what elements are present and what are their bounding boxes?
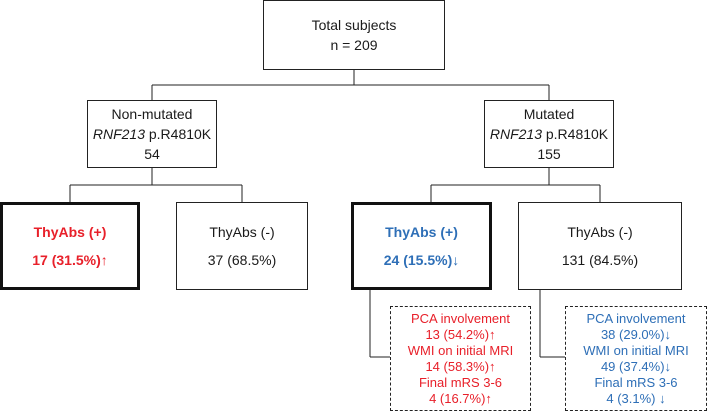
pos-mrs-label: Final mRS 3-6 <box>418 374 503 390</box>
neg-wmi-label: WMI on initial MRI <box>583 342 689 358</box>
non-mutated-label: Non-mutated <box>111 106 193 122</box>
mutated-thyabs-positive-box: ThyAbs (+) 24 (15.5%)↓ <box>351 202 492 290</box>
pos-wmi-label: WMI on initial MRI <box>407 342 514 358</box>
neg-wmi-value: 49 (37.4%)↓ <box>600 358 672 374</box>
neg-pca-value: 38 (29.0%)↓ <box>600 326 672 342</box>
m-thyabs-negative-value: 131 (84.5%) <box>561 252 639 268</box>
mutated-variant: p.R4810K <box>541 126 609 142</box>
mutated-gene-line: RNF213 p.R4810K <box>490 124 608 144</box>
mutated-thyabs-negative-box: ThyAbs (-) 131 (84.5%) <box>518 202 682 290</box>
non-mutated-count: 54 <box>144 146 160 162</box>
nm-thyabs-positive-value: 17 (31.5%)↑ <box>32 252 108 268</box>
mutated-label: Mutated <box>523 106 575 122</box>
thyabs-negative-details-box: PCA involvement 38 (29.0%)↓ WMI on initi… <box>565 306 707 411</box>
non-mutated-box: Non-mutated RNF213 p.R4810K 54 <box>87 100 217 168</box>
thyabs-positive-details-box: PCA involvement 13 (54.2%)↑ WMI on initi… <box>390 306 531 411</box>
total-subjects-count: n = 209 <box>330 37 378 53</box>
total-subjects-title: Total subjects <box>311 17 397 33</box>
nm-thyabs-negative-label: ThyAbs (-) <box>209 224 275 240</box>
mutated-box: Mutated RNF213 p.R4810K 155 <box>484 100 614 168</box>
neg-pca-label: PCA involvement <box>586 310 686 326</box>
m-thyabs-positive-label: ThyAbs (+) <box>385 224 458 240</box>
pos-mrs-value: 4 (16.7%)↑ <box>429 390 492 406</box>
m-thyabs-negative-label: ThyAbs (-) <box>567 224 633 240</box>
neg-mrs-value: 4 (3.1%) ↓ <box>606 390 666 406</box>
neg-mrs-label: Final mRS 3-6 <box>594 374 678 390</box>
mutated-count: 155 <box>537 146 561 162</box>
nm-thyabs-negative-value: 37 (68.5%) <box>207 252 277 268</box>
total-subjects-box: Total subjects n = 209 <box>263 0 445 70</box>
non-mutated-variant: p.R4810K <box>144 126 212 142</box>
mutated-gene: RNF213 <box>489 126 542 142</box>
pos-pca-label: PCA involvement <box>411 310 510 326</box>
pos-wmi-value: 14 (58.3%)↑ <box>425 358 496 374</box>
non-mutated-thyabs-positive-box: ThyAbs (+) 17 (31.5%)↑ <box>0 202 140 290</box>
non-mutated-gene-line: RNF213 p.R4810K <box>93 124 211 144</box>
m-thyabs-positive-value: 24 (15.5%)↓ <box>383 252 460 268</box>
non-mutated-gene: RNF213 <box>92 126 145 142</box>
non-mutated-thyabs-negative-box: ThyAbs (-) 37 (68.5%) <box>176 202 308 290</box>
pos-pca-value: 13 (54.2%)↑ <box>425 326 496 342</box>
nm-thyabs-positive-label: ThyAbs (+) <box>33 224 107 240</box>
